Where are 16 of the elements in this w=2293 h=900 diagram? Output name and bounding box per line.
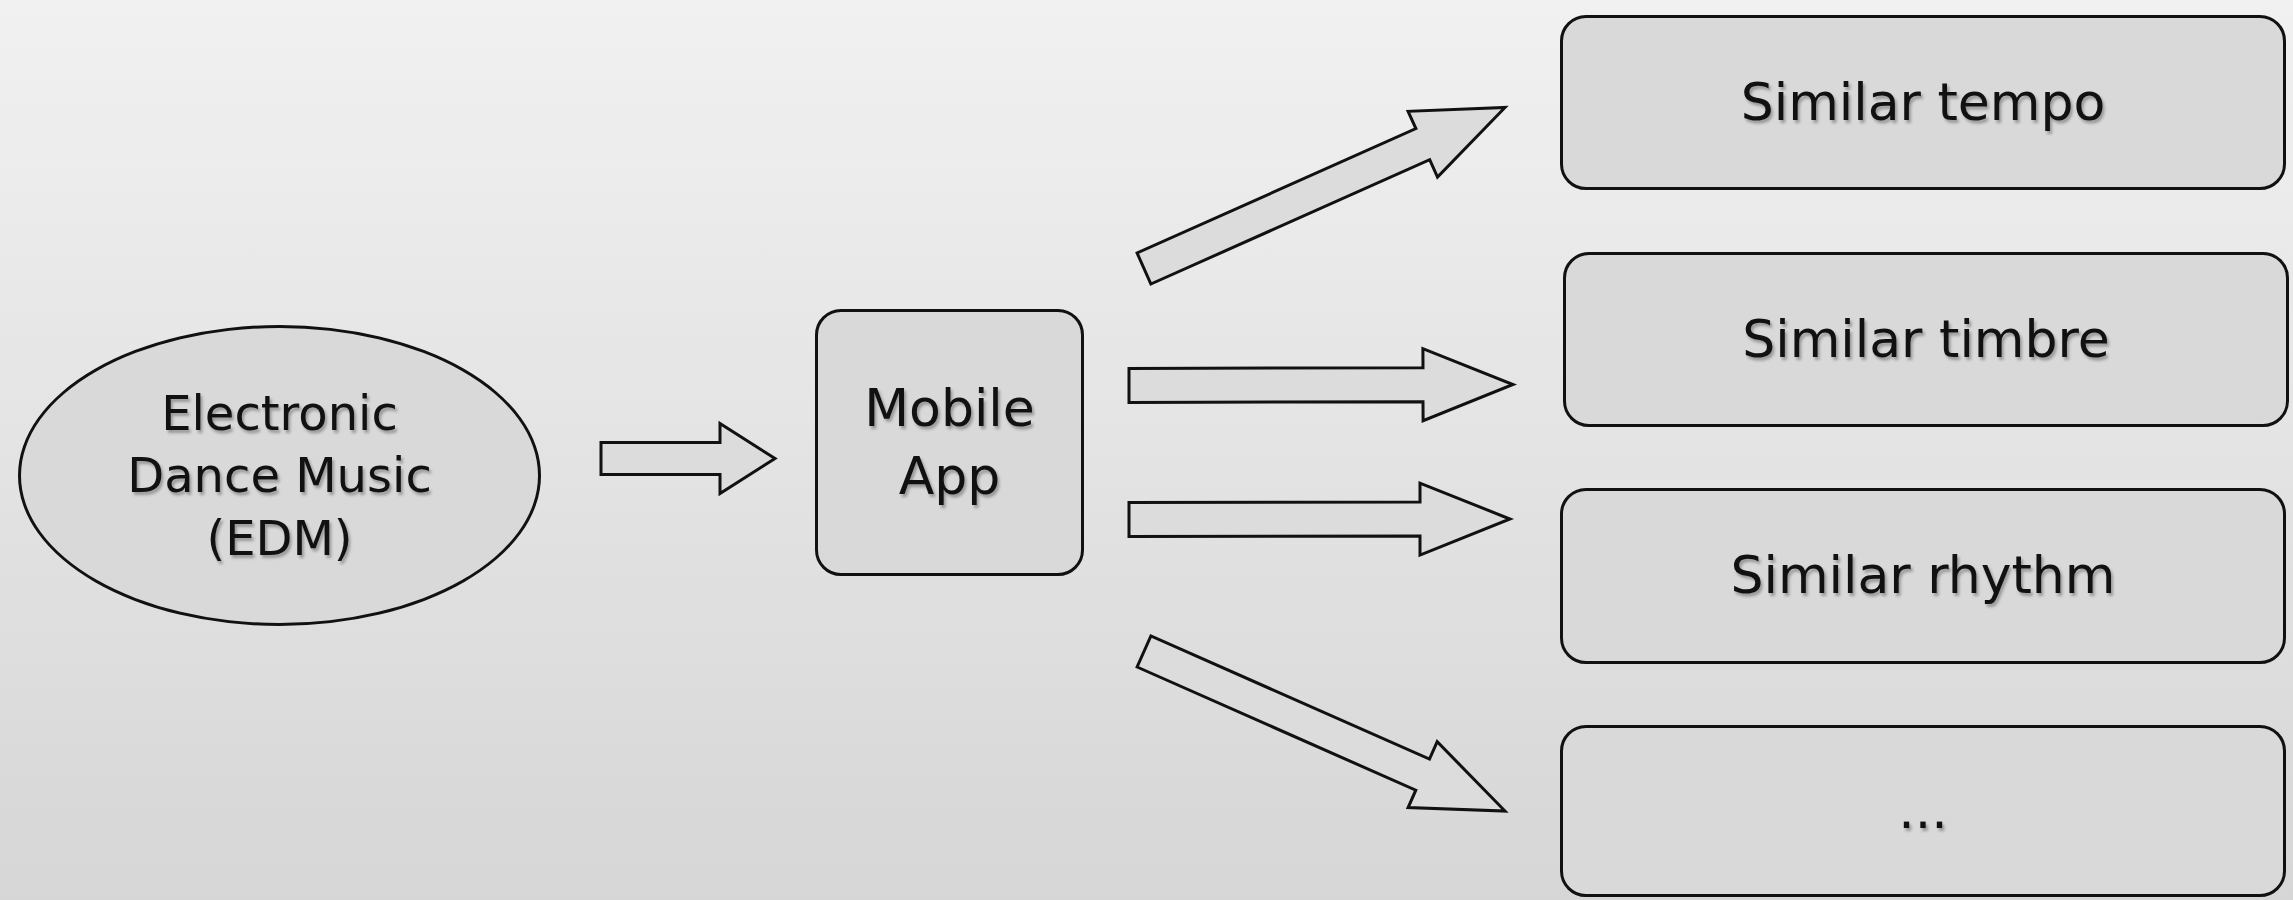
block-arrow [1135, 105, 1509, 286]
node-label: ... [1897, 779, 1949, 843]
node-label: Similar tempo [1739, 70, 2107, 134]
node-label: Similar rhythm [1729, 544, 2117, 608]
rounded-box [1560, 15, 2286, 190]
node-label: Electronic Dance Music (EDM) [126, 383, 433, 568]
rounded-box [815, 309, 1084, 576]
block-arrow [599, 420, 778, 497]
block-arrow [1127, 346, 1518, 423]
node-label: Mobile App [863, 376, 1036, 508]
block-arrow [1135, 634, 1509, 813]
rounded-box [1563, 252, 2289, 427]
rounded-box [1560, 725, 2286, 897]
rounded-box [1560, 488, 2286, 664]
node-label: Similar timbre [1741, 307, 2111, 371]
block-arrow [1127, 480, 1515, 558]
